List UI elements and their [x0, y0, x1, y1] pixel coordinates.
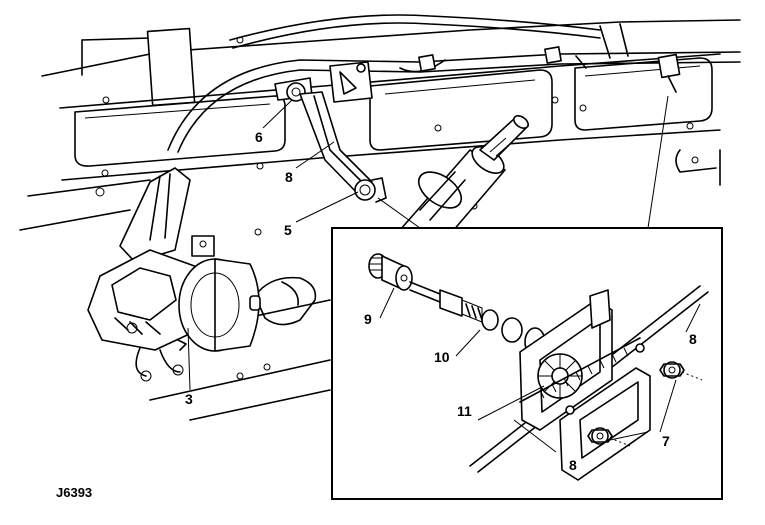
inset-leader-left [377, 197, 421, 229]
callout-8-main: 8 [285, 169, 293, 185]
wiper-motor [87, 167, 261, 382]
steering-column [399, 115, 529, 247]
callout-labels: 6 8 5 3 9 10 11 8 8 7 J6393 [56, 129, 697, 500]
callout-3: 3 [185, 391, 193, 407]
callout-11: 11 [457, 403, 472, 419]
main-callout-leaders [187, 99, 359, 391]
callout-6: 6 [255, 129, 263, 145]
inset-leader-right [647, 95, 669, 229]
wiper-cable [167, 14, 741, 153]
callout-5: 5 [284, 222, 292, 238]
callout-7: 7 [662, 433, 670, 449]
callout-8-inset-upper: 8 [689, 331, 697, 347]
detail-inset [331, 227, 723, 500]
figure-reference: J6393 [56, 485, 92, 500]
callout-9: 9 [364, 311, 372, 327]
wheel-box-assembly [274, 61, 387, 203]
callout-8-inset-lower: 8 [569, 457, 577, 473]
callout-10: 10 [434, 349, 450, 365]
